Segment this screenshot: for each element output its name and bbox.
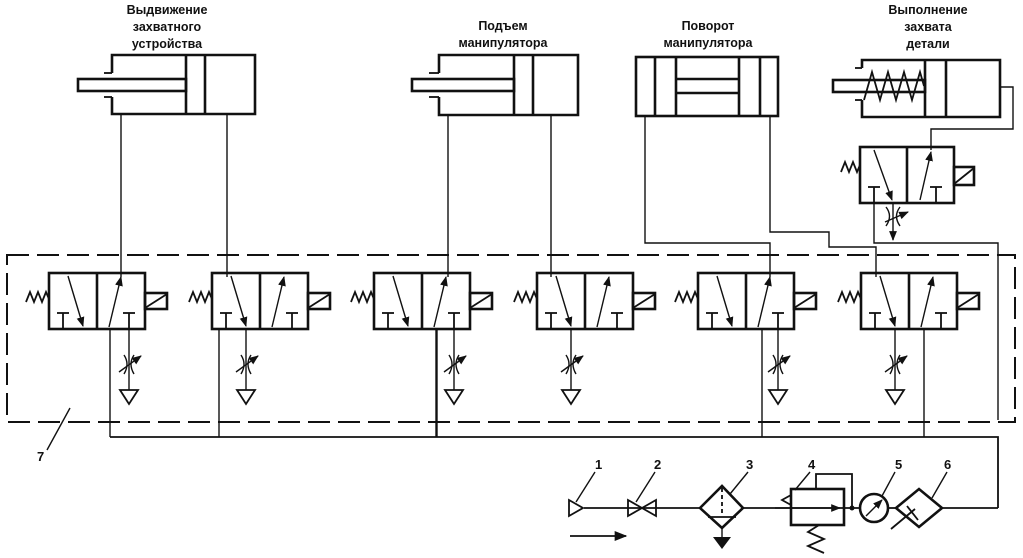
adjust-arrow-icon: [884, 355, 908, 373]
solenoid-coil-line: [632, 293, 656, 309]
label-rotate-2: манипулятора: [663, 36, 753, 50]
label-lift-1: Подъем: [478, 19, 527, 33]
actuator-lines: [120, 114, 877, 277]
exhaust-icon: [118, 389, 140, 406]
adjust-arrow-icon: [560, 355, 584, 373]
adjust-arrow-icon: [235, 355, 259, 373]
solenoid-icon: [631, 291, 657, 311]
filter-icon: [698, 484, 745, 549]
spring-icon: [840, 159, 861, 175]
flow-arrow-icon: [67, 275, 85, 327]
flow-arrow-icon: [108, 276, 123, 328]
flow-arrow-icon: [230, 275, 248, 327]
exhaust-icon: [560, 389, 582, 406]
cylinder-extend: [76, 53, 257, 116]
label-grip-1: Выполнение: [888, 3, 967, 17]
shutoff-valve-icon: [627, 498, 657, 518]
spring-icon: [25, 289, 50, 305]
solenoid-icon: [955, 291, 981, 311]
label-extend-3: устройства: [132, 37, 203, 51]
flow-arrow-icon: [555, 275, 573, 327]
callout-5: 5: [895, 457, 902, 472]
solenoid-coil-line: [793, 293, 817, 309]
flow-arrow-icon: [920, 276, 935, 328]
solenoid-coil-line: [307, 293, 331, 309]
valve-manifold-border: [6, 254, 1016, 423]
exhaust-icon: [235, 389, 257, 406]
solenoid-icon: [306, 291, 332, 311]
label-extend-1: Выдвижение: [127, 3, 208, 17]
adjust-arrow-icon: [118, 355, 142, 373]
label-rotate-1: Поворот: [682, 19, 735, 33]
flow-arrow-icon: [433, 276, 448, 328]
flow-arrow-icon: [596, 276, 611, 328]
throttle-icon: [889, 354, 894, 375]
exhaust-icon: [767, 389, 789, 406]
grip-valve: [840, 86, 1014, 420]
lubricator-icon: [890, 487, 945, 530]
supply-line: 1 2 3 4 5 6: [568, 457, 999, 554]
throttle-icon: [123, 354, 128, 375]
label-extend-2: захватного: [133, 20, 202, 34]
spring-icon: [513, 289, 538, 305]
solenoid-coil-line: [144, 293, 168, 309]
exhaust-icon: [443, 389, 465, 406]
callout-7: 7: [37, 449, 44, 464]
cylinder-lift: [410, 53, 580, 117]
solenoid-icon: [143, 291, 169, 311]
spring-icon: [837, 289, 862, 305]
label-grip-2: захвата: [904, 20, 953, 34]
manifold-callout-leader: [46, 407, 71, 451]
flow-arrow-icon: [716, 275, 734, 327]
flow-arrow-icon: [879, 275, 897, 327]
throttle-icon: [772, 354, 777, 375]
cylinder-rotate: [634, 55, 780, 118]
flow-arrow-icon: [757, 276, 772, 328]
solenoid-valve-3: [350, 271, 494, 437]
callout-6: 6: [944, 457, 951, 472]
solenoid-valve-1: [25, 271, 169, 437]
flow-arrow-icon: [271, 276, 286, 328]
adjust-arrow-icon: [443, 355, 467, 373]
solenoid-icon: [468, 291, 494, 311]
solenoid-valve-4: [436, 271, 657, 437]
throttle-icon: [240, 354, 245, 375]
callout-2: 2: [654, 457, 661, 472]
solenoid-valve-6: [837, 271, 981, 437]
label-grip-3: детали: [906, 37, 949, 51]
solenoid-coil-line: [956, 293, 980, 309]
throttle-icon: [565, 354, 570, 375]
callout-3: 3: [746, 457, 753, 472]
regulator-icon: [775, 473, 855, 554]
adjust-arrow-icon: [767, 355, 791, 373]
manifold-valves: [25, 271, 981, 437]
spring-icon: [674, 289, 699, 305]
exhaust-icon: [884, 389, 906, 406]
solenoid-valve-5: [674, 271, 818, 437]
flow-arrow-icon: [392, 275, 410, 327]
spring-icon: [350, 289, 375, 305]
pressure-gauge-icon: [858, 492, 890, 524]
solenoid-icon: [792, 291, 818, 311]
actuator-labels: Выдвижение захватного устройства Подъем …: [127, 3, 968, 51]
callout-4: 4: [808, 457, 816, 472]
throttle-icon: [448, 354, 453, 375]
air-source-icon: [568, 498, 585, 518]
spring-icon: [863, 68, 925, 104]
spring-icon: [188, 289, 213, 305]
solenoid-coil-line: [469, 293, 493, 309]
label-lift-2: манипулятора: [458, 36, 548, 50]
solenoid-valve-2: [188, 271, 332, 437]
cylinder-grip: [831, 58, 1002, 119]
callout-1: 1: [595, 457, 602, 472]
supply-manifold-line: [110, 436, 999, 500]
